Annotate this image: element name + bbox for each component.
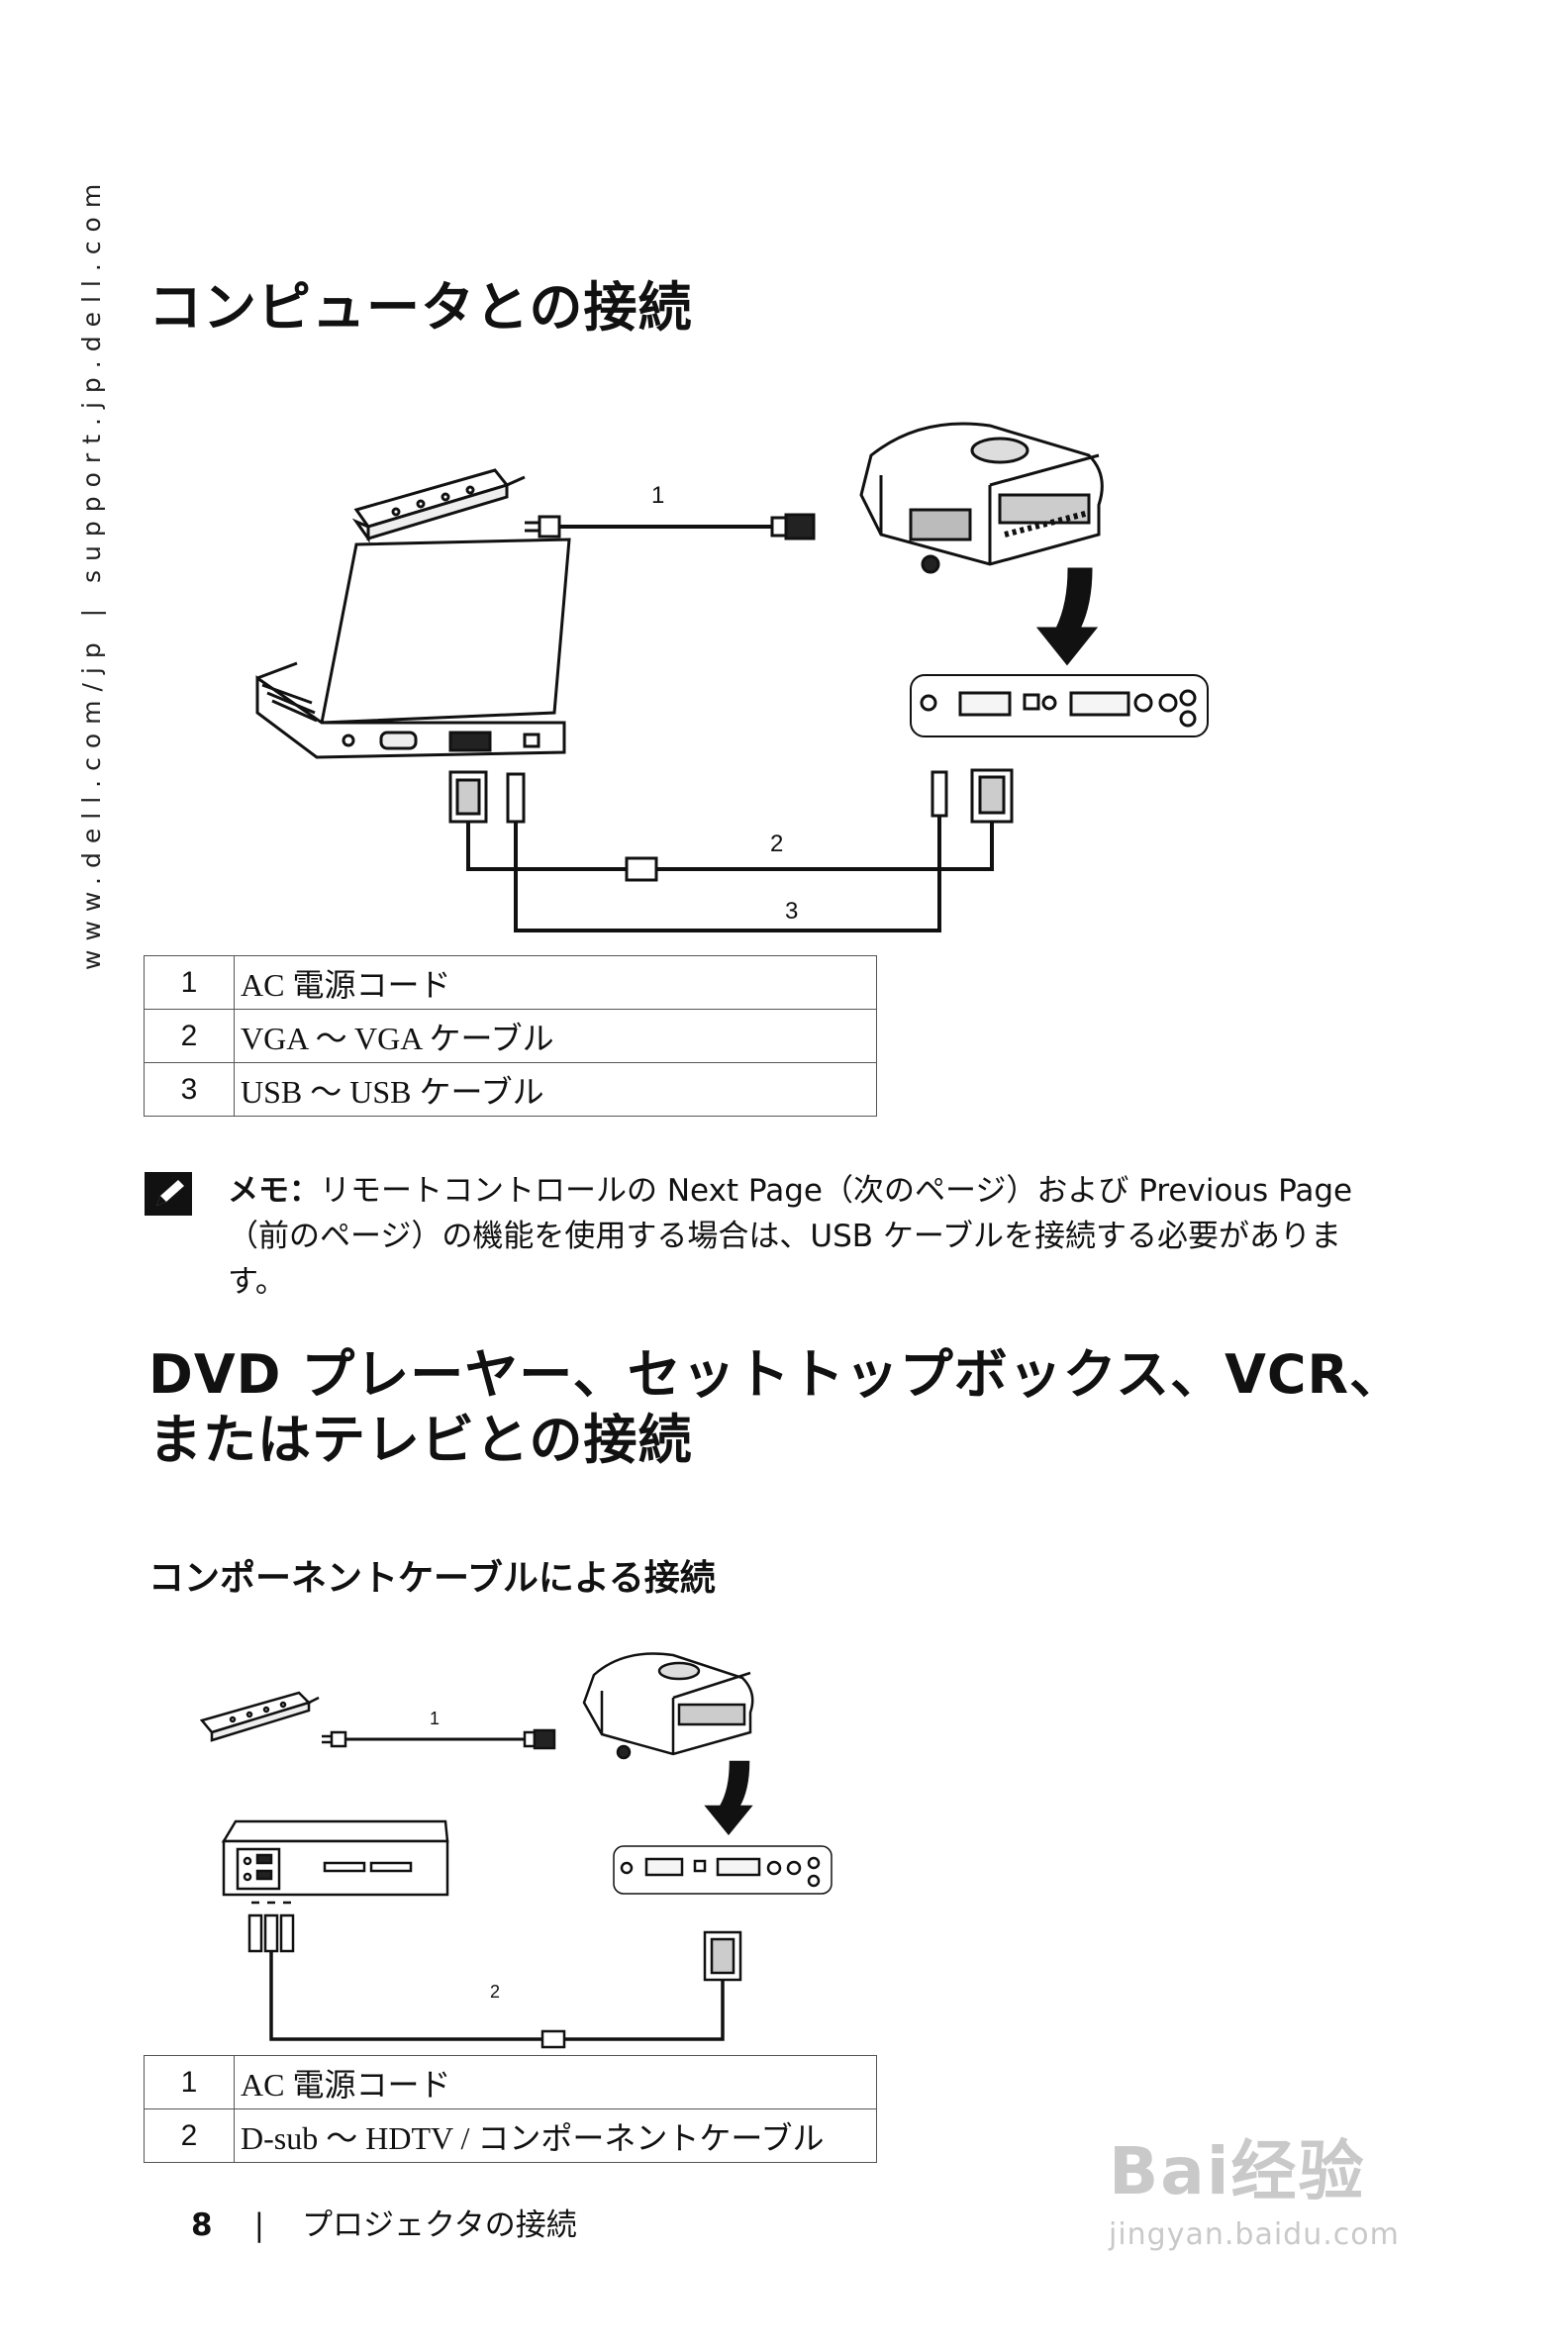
legend-num: 2: [144, 2108, 235, 2163]
down-arrow-icon: [1035, 567, 1099, 666]
power-strip-icon: [351, 468, 526, 543]
note-pencil-icon: [145, 1172, 192, 1216]
component-connection-diagram: 1 2: [199, 1652, 833, 2049]
watermark-sub: jingyan.baidu.com: [1109, 2217, 1400, 2252]
down-arrow-icon: [704, 1760, 753, 1835]
projector-back-panel: [613, 1845, 833, 1895]
legend-num: 1: [144, 955, 235, 1010]
section-title-dvd-line2: またはテレビとの接続: [148, 1409, 693, 1471]
legend-desc: AC 電源コード: [234, 955, 877, 1010]
section-title-computer: コンピュータとの接続: [148, 276, 693, 339]
power-cord-icon: [322, 1728, 556, 1750]
legend-desc: AC 電源コード: [234, 2055, 877, 2109]
section-subtitle-component: コンポーネントケーブルによる接続: [148, 1558, 716, 1599]
legend-table-computer: 1 AC 電源コード 2 VGA ～ VGA ケーブル 3 USB ～ USB …: [144, 955, 877, 1117]
legend-table-component: 1 AC 電源コード 2 D-sub ～ HDTV / コンポーネントケーブル: [144, 2055, 877, 2163]
power-strip-icon: [199, 1691, 320, 1742]
note-block: メモ：リモートコントロールの Next Page（次のページ）および Previ…: [145, 1168, 1376, 1305]
note-label: メモ：: [228, 1173, 320, 1209]
dvd-player-icon: [221, 1819, 449, 1897]
section-title-dvd-line1: DVD プレーヤー、セットトップボックス、VCR、: [148, 1343, 1405, 1406]
table-row: 1 AC 電源コード: [144, 955, 877, 1010]
diagram1-label-1: 1: [651, 482, 664, 509]
legend-desc: VGA ～ VGA ケーブル: [234, 1009, 877, 1063]
note-text: メモ：リモートコントロールの Next Page（次のページ）および Previ…: [228, 1168, 1376, 1305]
table-row: 3 USB ～ USB ケーブル: [144, 1062, 877, 1117]
projector-icon: [859, 422, 1104, 574]
diagram2-label-2: 2: [490, 1982, 500, 2002]
side-url: www.dell.com/jp | support.jp.dell.com: [77, 174, 106, 970]
note-body: リモートコントロールの Next Page（次のページ）および Previous…: [228, 1173, 1353, 1300]
table-row: 2 VGA ～ VGA ケーブル: [144, 1009, 877, 1063]
legend-num: 1: [144, 2055, 235, 2109]
legend-num: 3: [144, 1062, 235, 1117]
legend-num: 2: [144, 1009, 235, 1063]
watermark-main: Bai经验: [1109, 2133, 1366, 2209]
projector-icon: [582, 1652, 754, 1760]
table-row: 1 AC 電源コード: [144, 2055, 877, 2109]
baidu-watermark: Bai经验 jingyan.baidu.com: [1109, 2118, 1400, 2252]
footer-separator: |: [253, 2207, 265, 2243]
page-footer: 8 | プロジェクタの接続: [191, 2200, 577, 2244]
section-title-dvd: DVD プレーヤー、セットトップボックス、VCR、 またはテレビとの接続: [148, 1342, 1404, 1473]
computer-connection-diagram: 1 2 3: [255, 422, 1209, 932]
power-cord-icon: [525, 513, 816, 540]
projector-back-panel: [910, 674, 1209, 737]
footer-chapter: プロジェクタの接続: [302, 2207, 577, 2243]
diagram1-label-2: 2: [770, 831, 783, 857]
legend-desc: D-sub ～ HDTV / コンポーネントケーブル: [234, 2108, 877, 2163]
table-row: 2 D-sub ～ HDTV / コンポーネントケーブル: [144, 2108, 877, 2163]
page-number: 8: [191, 2207, 213, 2243]
laptop-icon: [255, 538, 571, 759]
diagram2-label-1: 1: [430, 1709, 440, 1728]
diagram1-label-3: 3: [785, 898, 798, 925]
legend-desc: USB ～ USB ケーブル: [234, 1062, 877, 1117]
